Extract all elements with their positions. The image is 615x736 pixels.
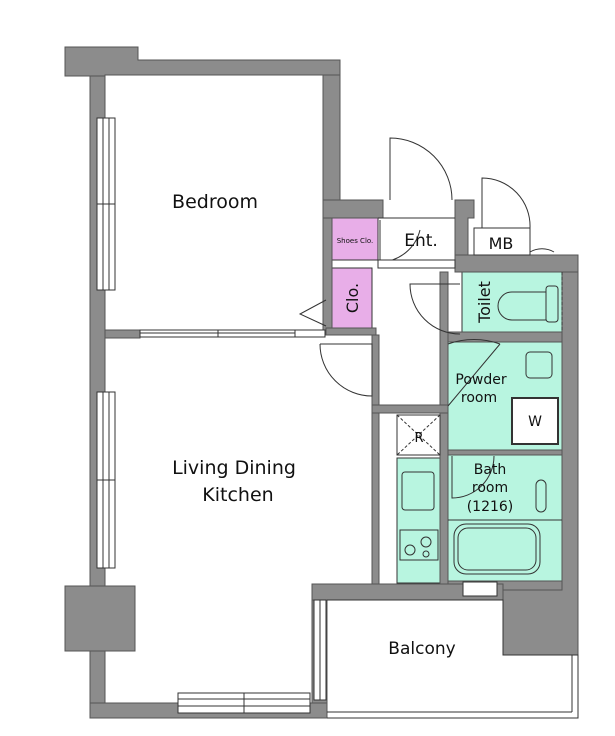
- ldk-label-line2: Kitchen: [202, 484, 273, 506]
- toilet-tank: [545, 285, 559, 323]
- washer-box: [511, 397, 559, 445]
- wall-kitchen-top: [371, 404, 449, 414]
- closet-label: Clo.: [343, 283, 362, 313]
- mb-door-left: [481, 177, 531, 229]
- entrance-door: [389, 137, 453, 201]
- wall-entrance-right: [454, 199, 475, 263]
- windows: [96, 117, 498, 714]
- bathtub-icon: [453, 523, 541, 575]
- wall-ent-top: [322, 199, 384, 219]
- powder-room-label-line1: Powder: [455, 372, 506, 388]
- shoes-closet-area: [331, 217, 379, 261]
- fixtures: [396, 272, 563, 575]
- closet-door: [298, 299, 327, 327]
- toilet-label: Toilet: [475, 281, 494, 324]
- mb-label: MB: [489, 234, 514, 253]
- toilet-door: [409, 283, 461, 335]
- basin-icon: [525, 351, 553, 379]
- kitchen-sink-icon: [401, 471, 435, 511]
- shoes-closet-label: Shoes Clo.: [337, 237, 374, 245]
- burner-icon: [404, 544, 416, 556]
- sliding-door-bedroom: [139, 329, 326, 338]
- wall-left-pillar: [64, 585, 136, 652]
- balcony-label: Balcony: [388, 639, 455, 659]
- wall-kitchen-left: [371, 334, 380, 586]
- entrance-step: [377, 259, 456, 269]
- entrance-details: [377, 217, 531, 269]
- wall-top-left-cap: [64, 46, 341, 81]
- bathroom-label-line1: Bath: [474, 462, 507, 478]
- bathroom-label-line2: room: [472, 480, 508, 496]
- wall-bedroom-ldk: [104, 329, 141, 339]
- wall-powder-bath: [447, 449, 563, 456]
- wall-closet-bottom: [325, 327, 377, 336]
- ldk-door: [319, 343, 373, 397]
- closets: [329, 217, 379, 329]
- wall-bedroom-right: [322, 74, 341, 206]
- mb-door-right: [529, 228, 555, 253]
- wall-east-top: [454, 254, 579, 273]
- toilet-bowl-icon: [497, 291, 547, 321]
- entrance-label: Ent.: [404, 231, 438, 251]
- washer-label: W: [528, 414, 542, 430]
- bath-handle: [535, 479, 547, 513]
- bathroom-label-line3: (1216): [467, 499, 514, 515]
- powder-door: [447, 339, 501, 407]
- wall-shaft-left: [439, 271, 449, 585]
- bedroom-label: Bedroom: [172, 191, 258, 213]
- stove-area: [399, 529, 439, 561]
- mb-box: [473, 227, 531, 256]
- ldk-label-line1: Living Dining: [172, 457, 296, 479]
- fridge-label: R: [414, 431, 423, 446]
- powder-room-label-line2: room: [461, 390, 497, 406]
- burner-icon: [420, 536, 432, 548]
- fridge-box: [396, 414, 441, 456]
- bath-door: [451, 455, 495, 499]
- window-bath: [462, 581, 498, 597]
- burner-icon: [422, 550, 430, 558]
- balcony-outline: [327, 599, 579, 719]
- wall-bedroom-right-lower: [322, 204, 333, 336]
